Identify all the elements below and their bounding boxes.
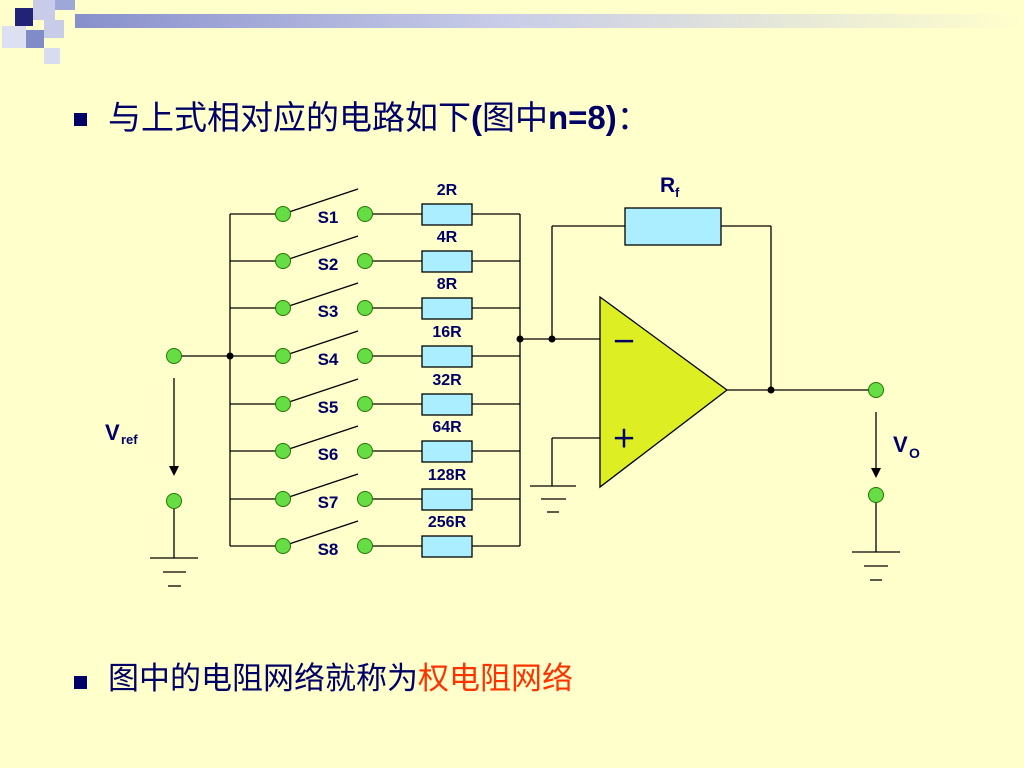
switch-2-blade [282, 235, 359, 262]
bullet-1-cn: 图中 [482, 98, 548, 137]
deco-square-light-3 [2, 26, 26, 48]
switch-label-1: S1 [318, 208, 339, 227]
switch-2-contact-terminal [357, 253, 373, 269]
deco-square-mid-1 [26, 30, 44, 48]
switch-1-pivot-terminal [275, 206, 291, 222]
bullet-2-highlight: 权电阻网络 [418, 661, 573, 697]
switch-4-contact-terminal [357, 348, 373, 364]
vo-bottom-terminal [868, 487, 884, 503]
resistor-label-7: 128R [428, 467, 467, 484]
vref-label: V [105, 420, 120, 445]
vref-top-terminal [166, 348, 182, 364]
resistor-16R [421, 345, 473, 368]
resistor-128R [421, 488, 473, 511]
output-junction-dot [767, 386, 775, 394]
opamp-triangle [599, 295, 729, 489]
vo-label-sub: O [909, 445, 920, 461]
opamp-minus-sign: － [612, 329, 636, 356]
resistor-2R [421, 203, 473, 226]
switch-5-pivot-terminal [275, 396, 291, 412]
vref-junction-dot [226, 352, 234, 360]
bullet-1-paren-open: ( [471, 99, 482, 136]
vref-label-sub: ref [121, 432, 138, 447]
switch-1-contact-terminal [357, 206, 373, 222]
switch-4-blade [282, 330, 359, 357]
switch-label-6: S6 [318, 445, 339, 464]
bullet-2-text: 图中的电阻网络就称为权电阻网络 [108, 659, 573, 699]
switch-3-contact-terminal [357, 300, 373, 316]
resistor-label-4: 16R [432, 324, 462, 341]
switch-6-blade [282, 425, 359, 452]
switch-6-pivot-terminal [275, 443, 291, 459]
bullet-marker-1 [74, 113, 87, 126]
summing-junction-dot-2 [548, 335, 556, 343]
switch-label-7: S7 [318, 493, 339, 512]
summing-junction-dot-1 [516, 335, 524, 343]
resistor-label-6: 64R [432, 419, 462, 436]
switch-3-blade [282, 282, 359, 309]
bullet-marker-2 [74, 676, 87, 689]
vo-arrow-head [871, 468, 881, 478]
switch-label-5: S5 [318, 398, 339, 417]
switch-label-3: S3 [318, 302, 339, 321]
bullet-1-text: 与上式相对应的电路如下(图中n=8)： [108, 98, 650, 138]
resistor-64R [421, 440, 473, 463]
switch-label-4: S4 [318, 350, 339, 369]
deco-square-light-5 [44, 48, 60, 64]
bullet-1-latin: n=8) [548, 99, 617, 136]
deco-square-light-4 [44, 20, 64, 38]
bullet-1-suffix: ： [616, 98, 650, 137]
switch-5-blade [282, 378, 359, 405]
opamp-plus-sign: ＋ [612, 426, 636, 453]
switch-8-contact-terminal [357, 538, 373, 554]
resistor-label-5: 32R [432, 372, 462, 389]
switch-3-pivot-terminal [275, 300, 291, 316]
vref-bottom-terminal [166, 493, 182, 509]
switch-2-pivot-terminal [275, 253, 291, 269]
switch-7-contact-terminal [357, 491, 373, 507]
resistor-256R [421, 535, 473, 558]
vref-arrow-head [169, 466, 179, 476]
rf-label: R [660, 174, 675, 197]
resistor-label-3: 8R [437, 276, 458, 293]
switch-7-blade [282, 473, 359, 500]
switch-label-2: S2 [318, 255, 339, 274]
resistor-32R [421, 393, 473, 416]
deco-gradient-bar [75, 14, 1024, 28]
feedback-resistor [624, 207, 722, 246]
bullet-1-prefix: 与上式相对应的电路如下 [108, 98, 471, 137]
deco-square-light-2 [55, 0, 75, 10]
switch-5-contact-terminal [357, 396, 373, 412]
switch-6-contact-terminal [357, 443, 373, 459]
resistor-8R [421, 297, 473, 320]
resistor-label-1: 2R [437, 182, 458, 199]
bullet-2-main: 图中的电阻网络就称为 [108, 661, 418, 697]
switch-8-pivot-terminal [275, 538, 291, 554]
switch-1-blade [282, 188, 359, 215]
resistor-label-2: 4R [437, 229, 458, 246]
switch-7-pivot-terminal [275, 491, 291, 507]
switch-4-pivot-terminal [275, 348, 291, 364]
resistor-label-8: 256R [428, 514, 467, 531]
vo-label: V [893, 432, 908, 457]
switch-label-8: S8 [318, 540, 339, 559]
rf-label-sub: f [675, 185, 680, 200]
deco-square-dark-1 [15, 8, 33, 26]
deco-square-light-1 [33, 0, 55, 20]
vo-top-terminal [868, 382, 884, 398]
switch-8-blade [282, 520, 359, 547]
resistor-4R [421, 250, 473, 273]
